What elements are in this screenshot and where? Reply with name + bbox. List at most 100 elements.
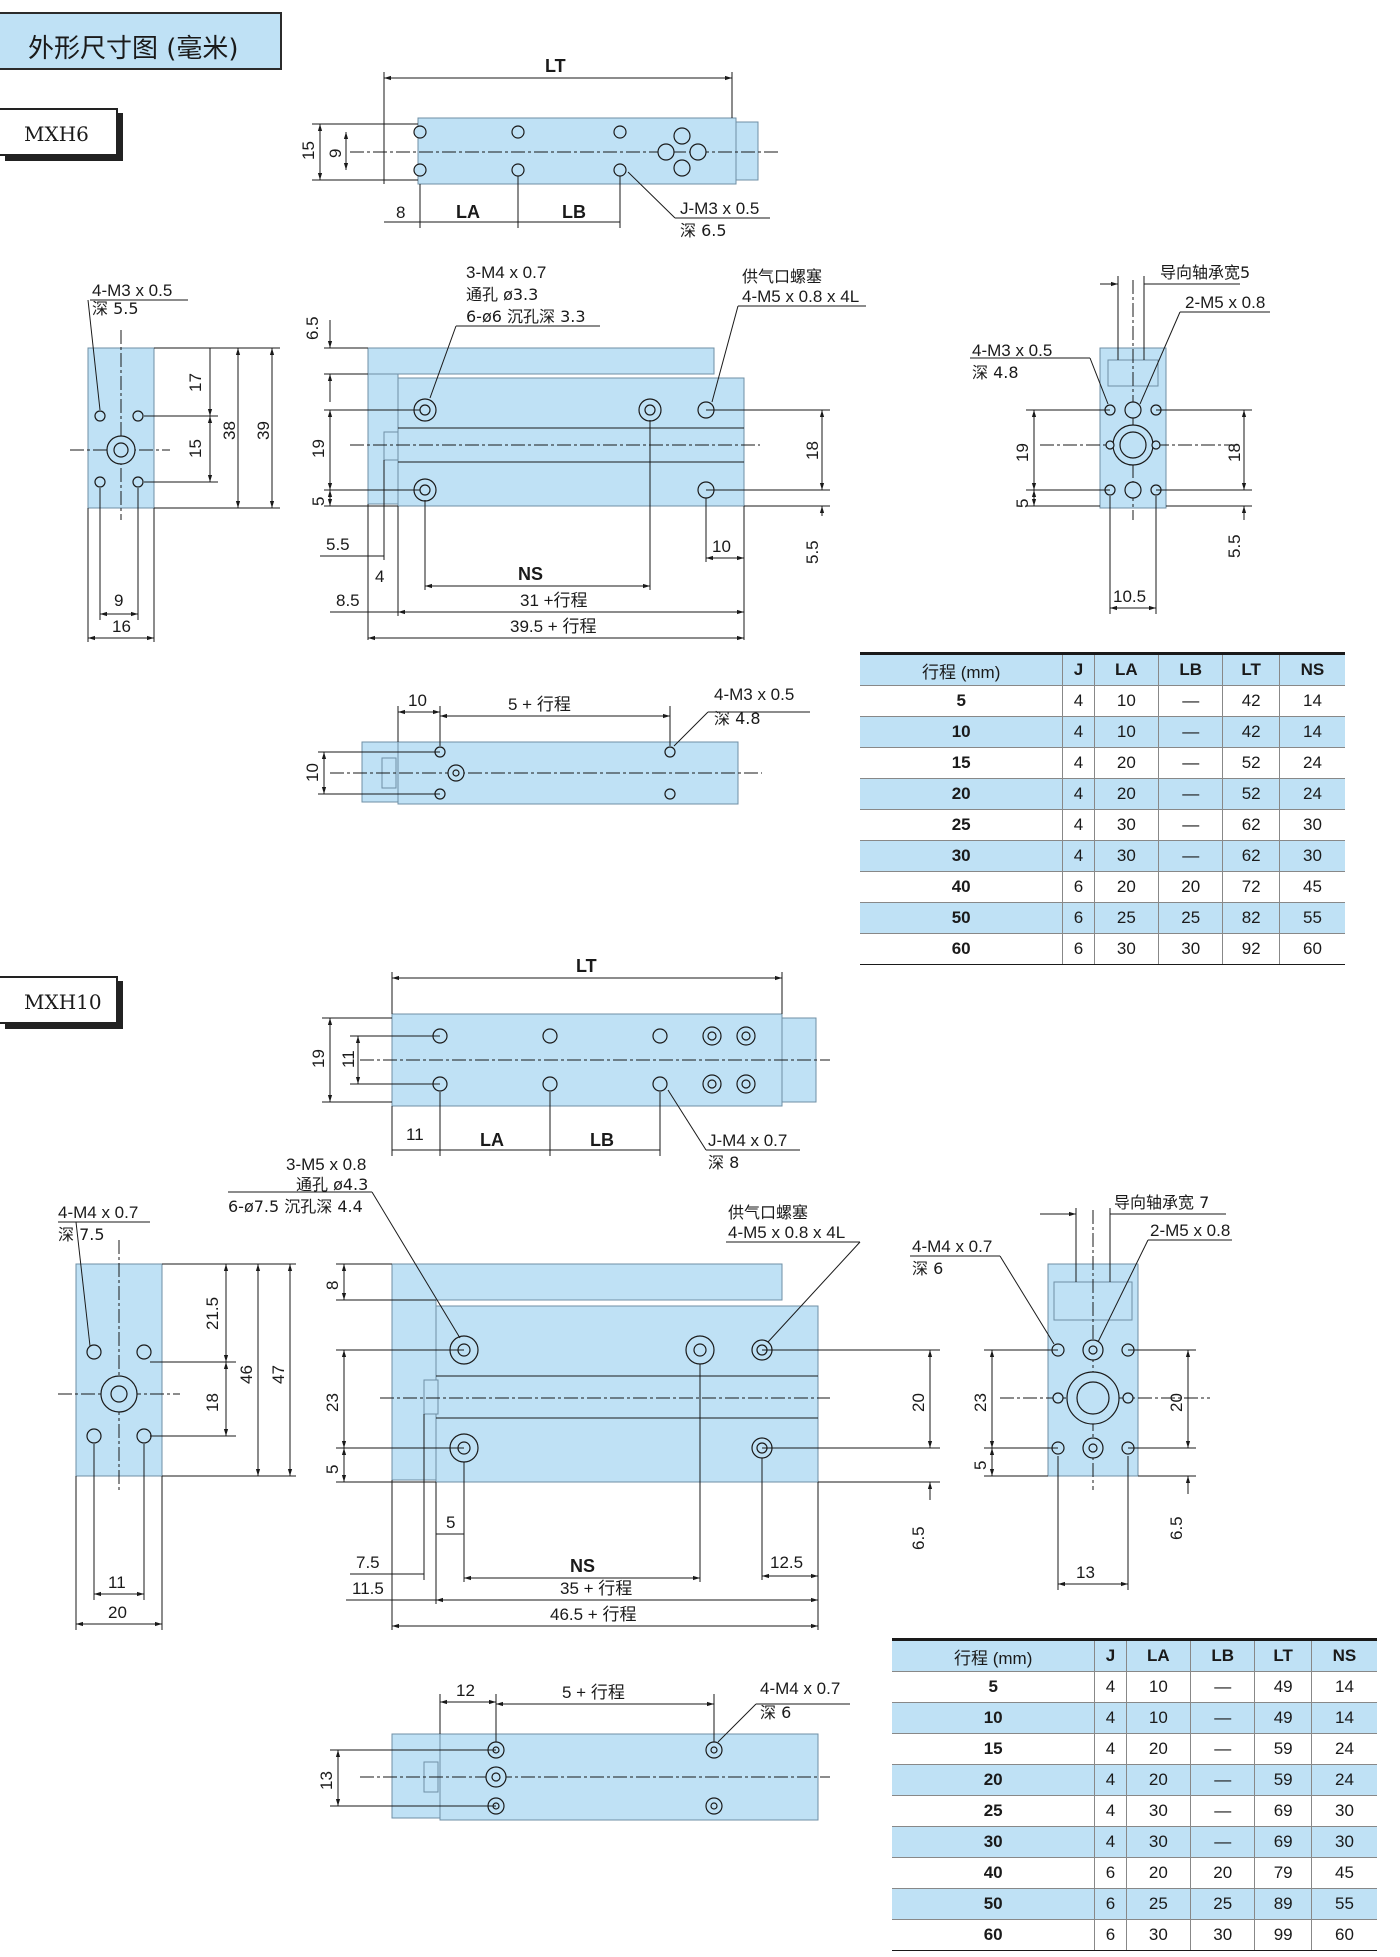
cell: — xyxy=(1190,1826,1256,1858)
cell: — xyxy=(1190,1733,1256,1765)
thread-label: 4-M4 x 0.7 xyxy=(912,1237,992,1256)
cell: 20 xyxy=(1126,1733,1192,1765)
thread-label: J-M3 x 0.5 xyxy=(680,199,759,218)
depth-label: 深 4.8 xyxy=(714,709,761,728)
cell: 4 xyxy=(1062,747,1095,779)
cell: 60 xyxy=(1279,933,1345,965)
cell: 4 xyxy=(1094,1671,1127,1703)
col-la: LA xyxy=(1094,652,1160,686)
thread-label: 4-M4 x 0.7 xyxy=(58,1203,138,1222)
dim-16: 16 xyxy=(112,617,131,636)
dim-10b: 10 xyxy=(303,763,322,782)
counterbore-depth: 6-ø7.5 沉孔深 4.4 xyxy=(228,1197,363,1216)
cell: 4 xyxy=(1062,809,1095,841)
dim-39-5-stroke: 39.5 + 行程 xyxy=(510,617,596,636)
cell: 14 xyxy=(1311,1702,1377,1734)
dim-lt: LT xyxy=(545,56,566,76)
port-thread: 4-M5 x 0.8 x 4L xyxy=(728,1223,845,1242)
cell: 72 xyxy=(1222,871,1280,903)
dim-5: 5 xyxy=(323,1465,342,1474)
guide-bearing-label: 导向轴承宽5 xyxy=(1160,263,1250,282)
cell: — xyxy=(1190,1702,1256,1734)
cell: 49 xyxy=(1254,1702,1312,1734)
cell: 4 xyxy=(1094,1764,1127,1796)
cell: 4 xyxy=(1062,716,1095,748)
cell: 20 xyxy=(1126,1857,1192,1889)
dim-46-5-stroke: 46.5 + 行程 xyxy=(550,1605,636,1624)
dim-21-5: 21.5 xyxy=(203,1297,222,1330)
thread-label: J-M4 x 0.7 xyxy=(708,1131,787,1150)
mxh10-bottom-view: 12 5 + 行程 4-M4 x 0.7 深 6 13 xyxy=(317,1679,850,1821)
dim-5-5a: 5.5 xyxy=(326,535,350,554)
cell: 4 xyxy=(1062,778,1095,810)
cell: 30 xyxy=(860,840,1064,872)
thread-label: 4-M3 x 0.5 xyxy=(92,281,172,300)
cell: 6 xyxy=(1062,902,1095,934)
mxh6-top-view: LT 15 9 8 LA LB J-M3 x 0.5 深 6.5 xyxy=(299,56,780,240)
cell: — xyxy=(1190,1671,1256,1703)
col-lt: LT xyxy=(1254,1638,1312,1672)
cell: 4 xyxy=(1094,1795,1127,1827)
depth-label: 深 7.5 xyxy=(58,1225,105,1244)
thread-label: 4-M4 x 0.7 xyxy=(760,1679,840,1698)
cell: 25 xyxy=(1190,1888,1256,1920)
dim-19: 19 xyxy=(1013,443,1032,462)
cell: 55 xyxy=(1279,902,1345,934)
mxh10-top-view: LT 19 11 11 LA LB J-M4 x 0.7 深 8 xyxy=(309,956,830,1172)
dim-5-5b: 5.5 xyxy=(803,540,822,564)
col-lb: LB xyxy=(1190,1638,1256,1672)
cell: 6 xyxy=(1094,1857,1127,1889)
dim-6-5: 6.5 xyxy=(303,316,322,340)
cell: 20 xyxy=(1190,1857,1256,1889)
cell: 24 xyxy=(1311,1764,1377,1796)
cell: 99 xyxy=(1254,1919,1312,1951)
cell: 52 xyxy=(1222,778,1280,810)
dim-11: 11 xyxy=(108,1573,126,1592)
dim-19: 19 xyxy=(309,439,328,458)
cell: 30 xyxy=(1094,809,1160,841)
cell: 69 xyxy=(1254,1826,1312,1858)
cell: 30 xyxy=(892,1826,1096,1858)
dim-ns: NS xyxy=(518,564,543,584)
cell: 30 xyxy=(1094,933,1160,965)
port-label: 供气口螺塞 xyxy=(742,267,822,286)
cell: 14 xyxy=(1311,1671,1377,1703)
counterbore-thread: 3-M5 x 0.8 xyxy=(286,1155,366,1174)
dim-11: 11 xyxy=(339,1050,358,1068)
cell: 40 xyxy=(892,1857,1096,1889)
col-la: LA xyxy=(1126,1638,1192,1672)
cell: 6 xyxy=(1094,1888,1127,1920)
col-stroke: 行程 (mm) xyxy=(860,652,1064,686)
counterbore-thread: 3-M4 x 0.7 xyxy=(466,263,546,282)
cell: 24 xyxy=(1279,747,1345,779)
cell: 10 xyxy=(860,716,1064,748)
cell: — xyxy=(1158,778,1224,810)
cell: 30 xyxy=(1311,1826,1377,1858)
depth-label: 深 8 xyxy=(708,1153,739,1172)
dim-4: 4 xyxy=(375,567,384,586)
dim-19: 19 xyxy=(309,1049,328,1068)
dim-9: 9 xyxy=(114,591,123,610)
cell: 6 xyxy=(1062,933,1095,965)
cell: 30 xyxy=(1126,1795,1192,1827)
cell: 4 xyxy=(1094,1826,1127,1858)
mxh10-front-view: 3-M5 x 0.8 通孔 ø4.3 6-ø7.5 沉孔深 4.4 供气口螺塞 … xyxy=(228,1155,940,1630)
dim-39: 39 xyxy=(254,421,273,440)
cell: 60 xyxy=(1311,1919,1377,1951)
cell: 30 xyxy=(1279,809,1345,841)
port-thread: 4-M5 x 0.8 x 4L xyxy=(742,287,859,306)
cell: 62 xyxy=(1222,809,1280,841)
dim-38: 38 xyxy=(220,421,239,440)
mxh10-end-view: 导向轴承宽 7 2-M5 x 0.8 4-M4 x 0.7 深 6 23 5 2… xyxy=(910,1193,1232,1590)
cell: 30 xyxy=(1094,840,1160,872)
